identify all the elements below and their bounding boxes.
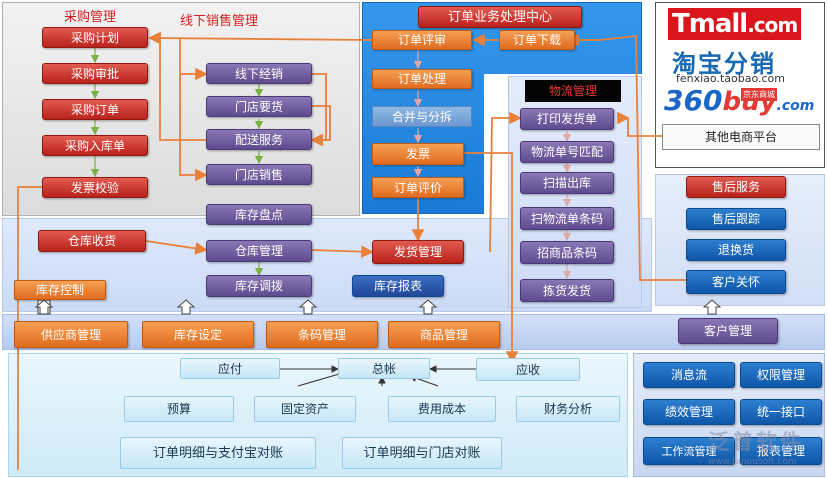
expense-cost-box[interactable]: 费用成本 — [388, 396, 496, 422]
unified-interface-box[interactable]: 统一接口 — [740, 399, 822, 425]
purchase-order-box[interactable]: 采购订单 — [42, 99, 148, 120]
barcode-manage-box[interactable]: 条码管理 — [266, 321, 378, 348]
pick-ship-box[interactable]: 拣货发货 — [520, 279, 614, 302]
taobao-fenxiao-logo: 淘宝分销 — [672, 50, 776, 78]
aftersales-track-box[interactable]: 售后跟踪 — [686, 208, 786, 230]
tmall-logo-text: Tmall — [672, 9, 748, 39]
purchase-plan-box[interactable]: 采购计划 — [42, 27, 148, 48]
offline-sales-title: 线下销售管理 — [180, 14, 259, 29]
invoice-check-box[interactable]: 发票校验 — [42, 177, 148, 198]
permission-manage-box[interactable]: 权限管理 — [740, 362, 822, 388]
aftersales-title: 售后服务 — [686, 176, 786, 198]
message-flow-box[interactable]: 消息流 — [643, 362, 735, 388]
fixed-assets-box[interactable]: 固定资产 — [254, 396, 356, 422]
store-reconciliation-box[interactable]: 订单明细与门店对账 — [342, 437, 502, 469]
return-exchange-box[interactable]: 退换货 — [686, 239, 786, 261]
offline-distribution-box[interactable]: 线下经销 — [206, 63, 312, 84]
alipay-reconciliation-box[interactable]: 订单明细与支付宝对账 — [120, 437, 316, 469]
stocktake-box[interactable]: 库存盘点 — [206, 204, 312, 225]
workflow-manage-box[interactable]: 工作流管理 — [643, 437, 735, 465]
ledger-box[interactable]: 总帐 — [338, 358, 430, 379]
order-evaluate-box[interactable]: 订单评价 — [372, 177, 464, 198]
tracking-match-box[interactable]: 物流单号匹配 — [520, 141, 614, 163]
logistics-title: 物流管理 — [525, 80, 621, 102]
invoice-box[interactable]: 发票 — [372, 143, 464, 165]
360buy-suffix: .com — [776, 98, 815, 114]
scan-out-box[interactable]: 扫描出库 — [520, 172, 614, 194]
store-request-box[interactable]: 门店要货 — [206, 96, 312, 117]
stock-transfer-box[interactable]: 库存调拨 — [206, 275, 312, 297]
stock-control-box[interactable]: 库存控制 — [14, 280, 106, 300]
warehouse-manage-box[interactable]: 仓库管理 — [206, 240, 312, 262]
performance-manage-box[interactable]: 绩效管理 — [643, 399, 735, 425]
jd-mall-tag: 京东商城 — [741, 88, 777, 101]
purchase-panel-title: 采购管理 — [64, 10, 117, 25]
financial-analysis-box[interactable]: 财务分析 — [516, 396, 620, 422]
supplier-manage-box[interactable]: 供应商管理 — [14, 321, 128, 348]
delivery-service-box[interactable]: 配送服务 — [206, 129, 312, 150]
merge-split-box[interactable]: 合并与分拆 — [372, 106, 472, 127]
tmall-logo: Tmall.com — [668, 8, 802, 40]
tmall-logo-suffix: .com — [747, 13, 798, 37]
order-process-box[interactable]: 订单处理 — [372, 69, 472, 89]
customer-care-box[interactable]: 客户关怀 — [686, 270, 786, 294]
print-shipping-box[interactable]: 打印发货单 — [520, 108, 614, 130]
report-manage-box[interactable]: 报表管理 — [740, 437, 822, 465]
purchase-inbound-box[interactable]: 采购入库单 — [42, 135, 148, 156]
warehouse-receive-box[interactable]: 仓库收货 — [38, 230, 146, 252]
product-manage-box[interactable]: 商品管理 — [388, 321, 500, 348]
360buy-logo: 360buy.com — [664, 84, 815, 118]
customer-manage-box[interactable]: 客户管理 — [678, 318, 778, 344]
budget-box[interactable]: 预算 — [124, 396, 234, 422]
store-sales-box[interactable]: 门店销售 — [206, 164, 312, 185]
other-ecommerce-box[interactable]: 其他电商平台 — [662, 124, 820, 150]
shipping-manage-box[interactable]: 发货管理 — [372, 240, 464, 264]
purchase-approve-box[interactable]: 采购审批 — [42, 63, 148, 84]
product-barcode-box[interactable]: 招商品条码 — [520, 241, 614, 264]
order-review-box[interactable]: 订单评审 — [372, 30, 472, 50]
order-center-title: 订单业务处理中心 — [418, 6, 582, 28]
scan-tracking-barcode-box[interactable]: 扫物流单条码 — [520, 207, 614, 230]
taobao-fenxiao-url: fenxiao.taobao.com — [676, 72, 785, 85]
stock-setting-box[interactable]: 库存设定 — [142, 321, 254, 348]
order-download-box[interactable]: 订单下载 — [499, 30, 575, 50]
payable-box[interactable]: 应付 — [180, 358, 280, 379]
stock-report-box[interactable]: 库存报表 — [352, 275, 444, 297]
360buy-number: 360 — [664, 84, 723, 117]
receivable-box[interactable]: 应收 — [476, 358, 580, 381]
